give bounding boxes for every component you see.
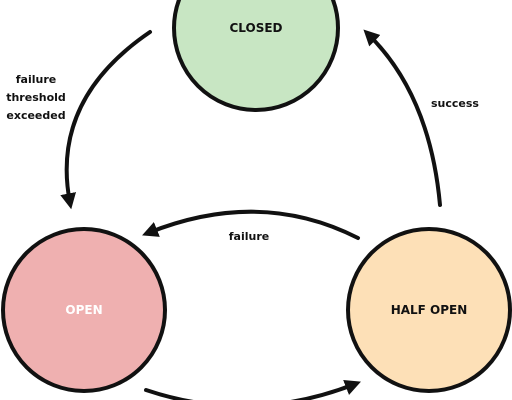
transition-closed-to-open-label-line-1: failure: [16, 73, 56, 86]
state-open-circle: [1, 227, 167, 393]
transition-open-to-half-open: [144, 380, 361, 400]
arrow-half-open-to-closed: [363, 29, 442, 207]
state-half-open-label: HALF OPEN: [391, 303, 468, 317]
state-closed-label: CLOSED: [229, 21, 282, 35]
transition-closed-to-open: failure threshold exceeded: [6, 30, 152, 210]
state-half-open-circle: [346, 227, 512, 393]
transition-half-open-to-open-label: failure: [229, 230, 269, 243]
state-half-open: HALF OPEN: [346, 227, 512, 393]
state-closed: CLOSED: [172, 0, 340, 112]
arrow-closed-to-open: [60, 30, 152, 210]
transition-half-open-to-closed-label: success: [431, 97, 479, 110]
state-open: OPEN: [1, 227, 167, 393]
arrow-half-open-to-open: [142, 209, 360, 240]
state-open-label: OPEN: [65, 303, 102, 317]
transition-closed-to-open-label-line-3: exceeded: [6, 109, 65, 122]
state-closed-circle: [172, 0, 340, 112]
transition-closed-to-open-label-line-2: threshold: [6, 91, 66, 104]
transition-half-open-to-open: failure: [142, 209, 360, 243]
transition-half-open-to-closed: success: [363, 29, 479, 207]
arrow-open-to-half-open: [144, 380, 361, 400]
